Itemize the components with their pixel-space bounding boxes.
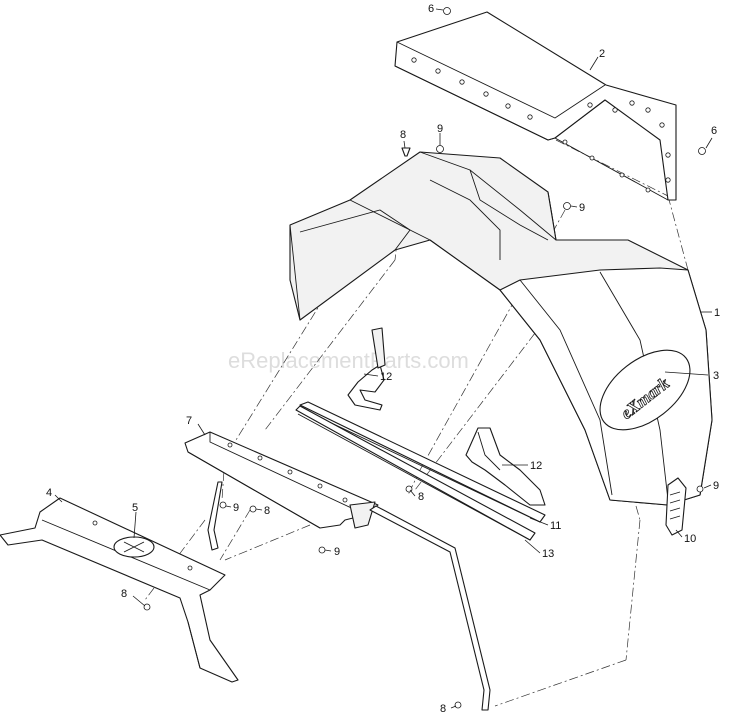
callout-1: 1 (714, 307, 720, 319)
callout-8: 8 (264, 505, 270, 517)
callout-9: 9 (334, 546, 340, 558)
callout-8: 8 (418, 491, 424, 503)
callout-8: 8 (440, 703, 446, 715)
part-12-bracket-upper (347, 327, 386, 411)
callout-5: 5 (132, 502, 138, 514)
part-5-logo-badge (113, 536, 155, 558)
part-2-rear-cover (394, 11, 677, 201)
callout-3: 3 (713, 370, 719, 382)
callout-4: 4 (46, 487, 52, 499)
callout-9: 9 (233, 502, 239, 514)
callout-8: 8 (121, 588, 127, 600)
part-10-latch (665, 477, 687, 536)
callout-9: 9 (579, 202, 585, 214)
callout-7: 7 (186, 415, 192, 427)
callout-10: 10 (684, 533, 696, 545)
callout-6: 6 (428, 3, 434, 15)
part-6-screw-right (698, 137, 713, 155)
part-13-seal-strip (295, 405, 536, 541)
hardware-bolts (143, 145, 704, 709)
part-7-mounting-bracket (184, 431, 379, 551)
part-4-deflector (0, 497, 239, 683)
callout-8: 8 (400, 129, 406, 141)
callouts: 6 2 6 8 9 9 1 3 12 7 12 9 8 9 8 4 5 11 1… (46, 3, 720, 715)
callout-12: 12 (530, 460, 542, 472)
callout-9: 9 (713, 480, 719, 492)
part-12-bracket-lower (465, 427, 546, 506)
watermark: eReplacementParts.com (228, 348, 469, 373)
part-11-bar (299, 401, 546, 523)
support-rod (369, 505, 491, 711)
leader-lines (54, 56, 712, 709)
callout-6: 6 (711, 125, 717, 137)
callout-2: 2 (599, 48, 605, 60)
callout-11: 11 (550, 520, 561, 532)
callout-12: 12 (380, 371, 392, 383)
part-6-screw-top (435, 7, 451, 15)
callout-9: 9 (437, 123, 443, 135)
part-1-bagger-housing: eXmark (289, 151, 713, 506)
callout-13: 13 (542, 548, 554, 560)
